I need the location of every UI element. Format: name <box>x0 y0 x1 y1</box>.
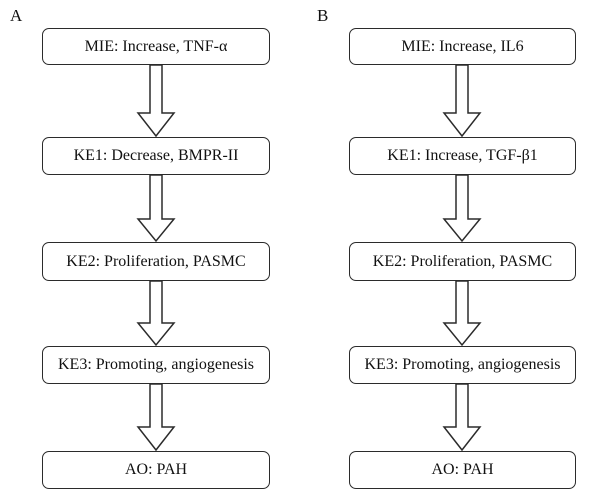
panel-b-ke2-box: KE2: Proliferation, PASMC <box>349 242 576 281</box>
panel-b-arrow-4 <box>442 383 482 452</box>
panel-a-ke2-box: KE2: Proliferation, PASMC <box>42 242 270 281</box>
panel-b-label: B <box>317 6 329 25</box>
panel-a-arrow-3 <box>136 280 176 347</box>
panel-a-ke3-box: KE3: Promoting, angiogenesis <box>42 346 270 384</box>
panel-b-ao-box: AO: PAH <box>349 451 576 489</box>
panel-b-arrow-2 <box>442 174 482 243</box>
panel-a-ke1-box: KE1: Decrease, BMPR-II <box>42 137 270 175</box>
panel-b-ke3-box: KE3: Promoting, angiogenesis <box>349 346 576 384</box>
panel-a-arrow-1 <box>136 64 176 138</box>
panel-a-arrow-2 <box>136 174 176 243</box>
panel-a-arrow-4 <box>136 383 176 452</box>
panel-b-arrow-1 <box>442 64 482 138</box>
panel-b-arrow-3 <box>442 280 482 347</box>
panel-a-mie-box: MIE: Increase, TNF-α <box>42 28 270 65</box>
panel-b-ke1-box: KE1: Increase, TGF-β1 <box>349 137 576 175</box>
panel-b-mie-box: MIE: Increase, IL6 <box>349 28 576 65</box>
panel-a-label: A <box>10 6 23 25</box>
panel-a-ao-box: AO: PAH <box>42 451 270 489</box>
